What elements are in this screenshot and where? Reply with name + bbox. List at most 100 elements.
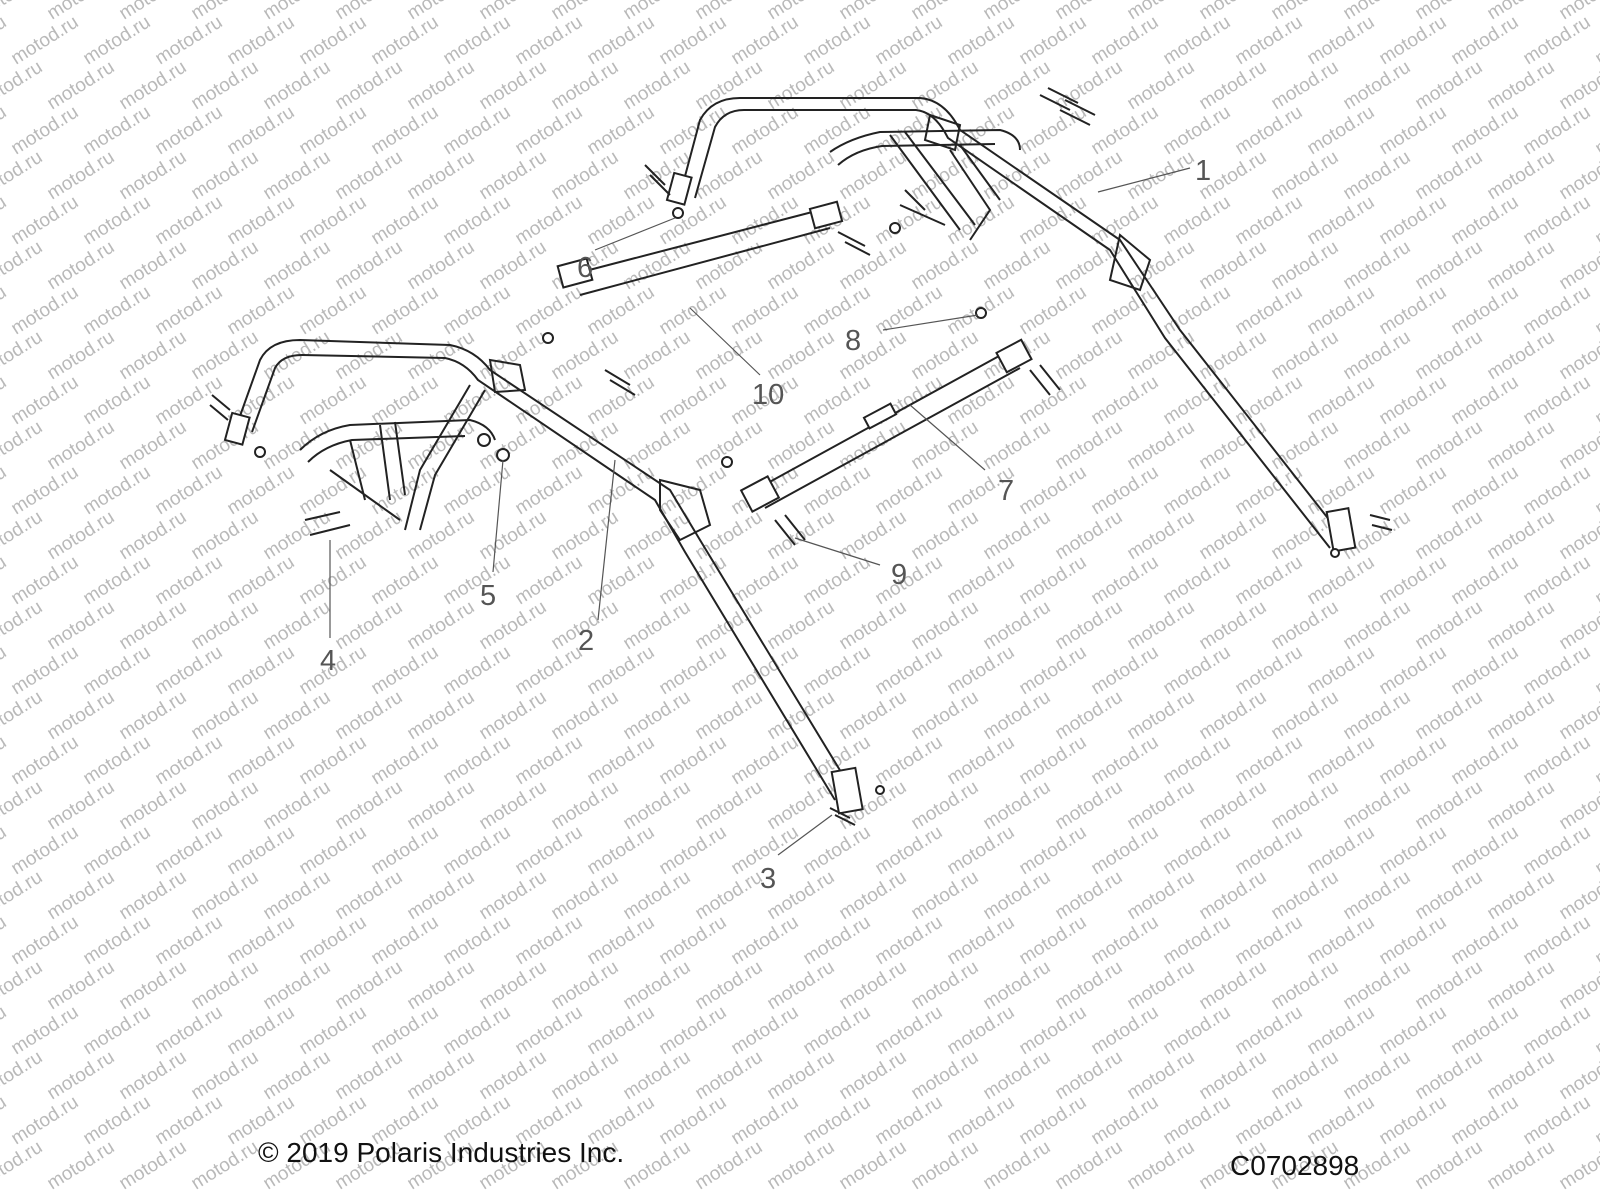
watermark-text: motod.ru bbox=[1088, 12, 1163, 70]
watermark-text: motod.ru bbox=[1232, 282, 1307, 340]
watermark-text: motod.ru bbox=[8, 102, 83, 160]
watermark-text: motod.ru bbox=[908, 237, 983, 295]
watermark-text: motod.ru bbox=[296, 102, 371, 160]
watermark-text: motod.ru bbox=[1052, 327, 1127, 385]
watermark-text: motod.ru bbox=[80, 102, 155, 160]
watermark-text: motod.ru bbox=[1412, 597, 1487, 655]
watermark-text: motod.ru bbox=[8, 1092, 83, 1150]
watermark-text: motod.ru bbox=[512, 282, 587, 340]
watermark-text: motod.ru bbox=[188, 0, 263, 24]
watermark-text: motod.ru bbox=[1340, 147, 1415, 205]
watermark-text: motod.ru bbox=[1376, 732, 1451, 790]
watermark-text: motod.ru bbox=[512, 1002, 587, 1060]
watermark-text: motod.ru bbox=[260, 417, 335, 475]
watermark-text: motod.ru bbox=[1124, 327, 1199, 385]
watermark-text: motod.ru bbox=[188, 957, 263, 1015]
leader-lines bbox=[329, 167, 1191, 856]
watermark-text: motod.ru bbox=[188, 777, 263, 835]
watermark-text: motod.ru bbox=[0, 1137, 46, 1195]
watermark-text: motod.ru bbox=[8, 552, 83, 610]
watermark-text: motod.ru bbox=[1520, 372, 1595, 430]
watermark-text: motod.ru bbox=[872, 552, 947, 610]
watermark-text: motod.ru bbox=[8, 462, 83, 520]
watermark-text: motod.ru bbox=[1160, 732, 1235, 790]
watermark-text: motod.ru bbox=[1232, 822, 1307, 880]
watermark-text: motod.ru bbox=[1484, 1137, 1559, 1195]
watermark-text: motod.ru bbox=[476, 327, 551, 385]
watermark-text: motod.ru bbox=[1340, 237, 1415, 295]
watermark-text: motod.ru bbox=[1376, 642, 1451, 700]
watermark-text: motod.ru bbox=[296, 552, 371, 610]
watermark-text: motod.ru bbox=[44, 1047, 119, 1105]
watermark-text: motod.ru bbox=[800, 12, 875, 70]
watermark-text: motod.ru bbox=[368, 282, 443, 340]
watermark-text: motod.ru bbox=[8, 12, 83, 70]
watermark-text: motod.ru bbox=[80, 822, 155, 880]
watermark-text: motod.ru bbox=[368, 372, 443, 430]
watermark-text: motod.ru bbox=[692, 1137, 767, 1195]
watermark-text: motod.ru bbox=[1340, 417, 1415, 475]
watermark-text: motod.ru bbox=[296, 372, 371, 430]
watermark-text: motod.ru bbox=[1088, 732, 1163, 790]
watermark-text: motod.ru bbox=[1376, 372, 1451, 430]
watermark-text: motod.ru bbox=[0, 0, 46, 24]
watermark-text: motod.ru bbox=[152, 552, 227, 610]
watermark-text: motod.ru bbox=[332, 237, 407, 295]
watermark-text: motod.ru bbox=[80, 12, 155, 70]
watermark-text: motod.ru bbox=[1340, 327, 1415, 385]
watermark-text: motod.ru bbox=[944, 1002, 1019, 1060]
watermark-text: motod.ru bbox=[1448, 552, 1523, 610]
watermark-text: motod.ru bbox=[0, 372, 10, 430]
watermark-text: motod.ru bbox=[116, 597, 191, 655]
watermark-text: motod.ru bbox=[1484, 507, 1559, 565]
watermark-text: motod.ru bbox=[44, 417, 119, 475]
watermark-text: motod.ru bbox=[8, 372, 83, 430]
watermark-text: motod.ru bbox=[368, 12, 443, 70]
watermark-text: motod.ru bbox=[584, 552, 659, 610]
watermark-text: motod.ru bbox=[1592, 1002, 1600, 1060]
watermark-text: motod.ru bbox=[1592, 552, 1600, 610]
watermark-text: motod.ru bbox=[980, 57, 1055, 115]
watermark-text: motod.ru bbox=[1088, 192, 1163, 250]
watermark-text: motod.ru bbox=[80, 732, 155, 790]
watermark-text: motod.ru bbox=[1484, 1047, 1559, 1105]
watermark-text: motod.ru bbox=[1484, 867, 1559, 925]
watermark-text: motod.ru bbox=[296, 12, 371, 70]
watermark-text: motod.ru bbox=[188, 867, 263, 925]
watermark-text: motod.ru bbox=[980, 597, 1055, 655]
watermark-text: motod.ru bbox=[620, 1047, 695, 1105]
watermark-text: motod.ru bbox=[1412, 1137, 1487, 1195]
watermark-text: motod.ru bbox=[548, 147, 623, 205]
watermark-text: motod.ru bbox=[1124, 777, 1199, 835]
watermark-text: motod.ru bbox=[44, 597, 119, 655]
watermark-text: motod.ru bbox=[332, 597, 407, 655]
watermark-text: motod.ru bbox=[620, 777, 695, 835]
watermark-text: motod.ru bbox=[1124, 237, 1199, 295]
watermark-text: motod.ru bbox=[1484, 327, 1559, 385]
watermark-text: motod.ru bbox=[908, 1137, 983, 1195]
watermark-text: motod.ru bbox=[1304, 642, 1379, 700]
watermark-text: motod.ru bbox=[1376, 912, 1451, 970]
watermark-text: motod.ru bbox=[368, 102, 443, 160]
watermark-text: motod.ru bbox=[368, 822, 443, 880]
watermark-text: motod.ru bbox=[872, 912, 947, 970]
watermark-text: motod.ru bbox=[1448, 732, 1523, 790]
watermark-text: motod.ru bbox=[800, 1002, 875, 1060]
watermark-text: motod.ru bbox=[1088, 102, 1163, 160]
watermark-text: motod.ru bbox=[404, 147, 479, 205]
watermark-text: motod.ru bbox=[152, 372, 227, 430]
watermark-text: motod.ru bbox=[0, 12, 10, 70]
watermark-text: motod.ru bbox=[1304, 822, 1379, 880]
watermark-text: motod.ru bbox=[1052, 1137, 1127, 1195]
watermark-text: motod.ru bbox=[1016, 642, 1091, 700]
watermark-text: motod.ru bbox=[0, 192, 10, 250]
watermark-text: motod.ru bbox=[1232, 12, 1307, 70]
watermark-text: motod.ru bbox=[404, 507, 479, 565]
watermark-text: motod.ru bbox=[1520, 282, 1595, 340]
watermark-text: motod.ru bbox=[404, 597, 479, 655]
watermark-text: motod.ru bbox=[908, 507, 983, 565]
watermark-text: motod.ru bbox=[1592, 372, 1600, 430]
watermark-text: motod.ru bbox=[692, 0, 767, 24]
watermark-text: motod.ru bbox=[8, 912, 83, 970]
watermark-text: motod.ru bbox=[1268, 147, 1343, 205]
